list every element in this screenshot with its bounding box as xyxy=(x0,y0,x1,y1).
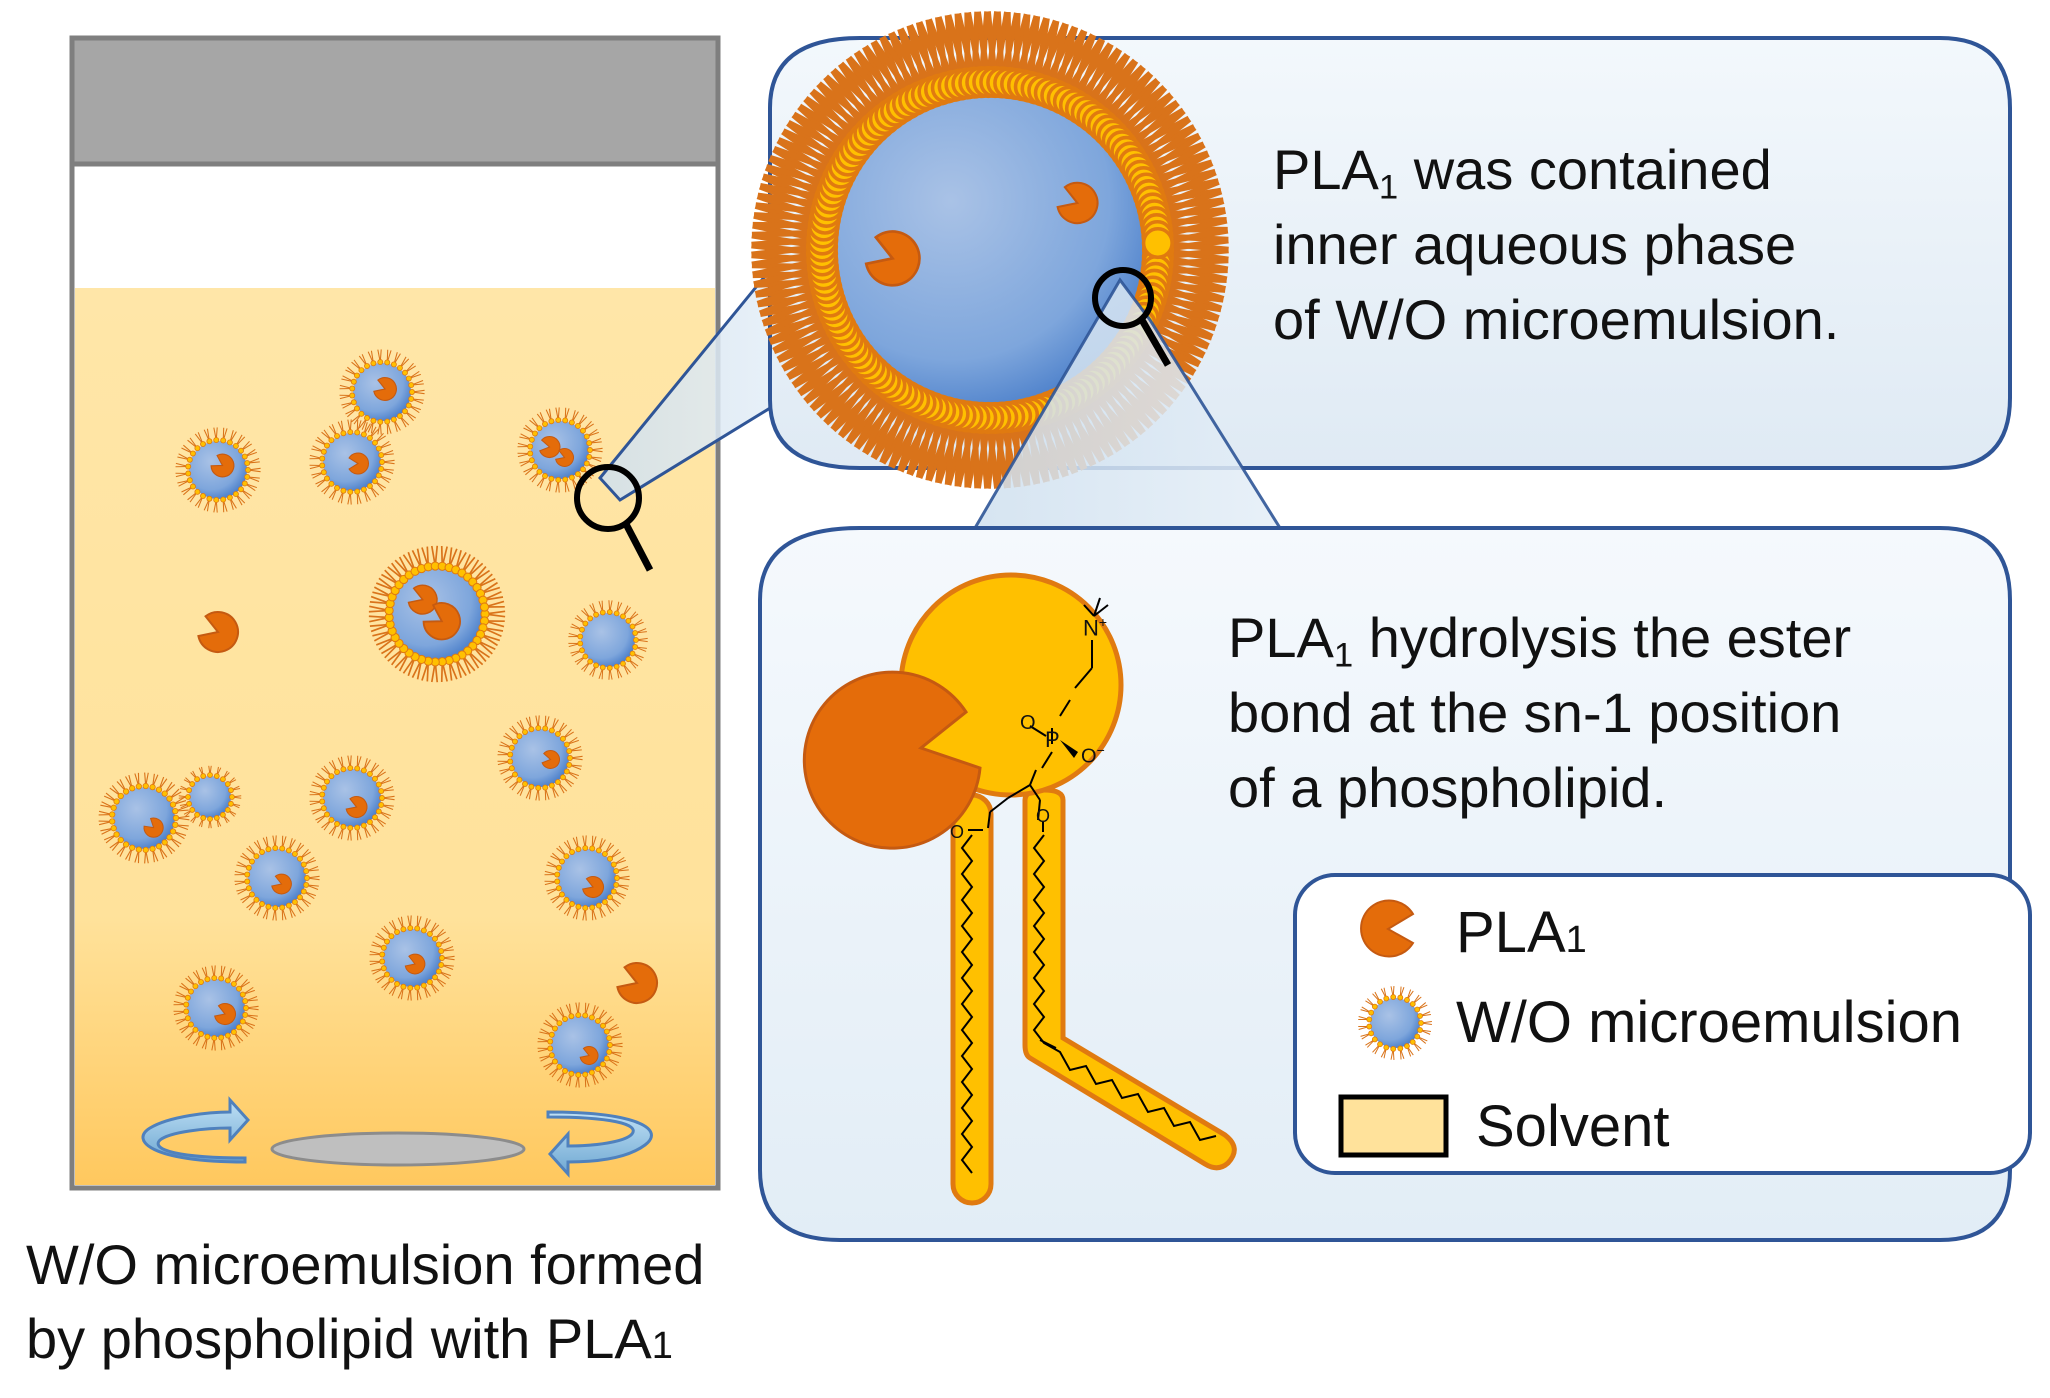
enzyme-icon xyxy=(210,453,235,478)
micelle-icon xyxy=(234,835,320,921)
chem-phosphorus: P xyxy=(1045,727,1060,752)
micelle-icon xyxy=(173,965,259,1051)
chem-oxygen-double: O xyxy=(1020,712,1036,734)
chain-sn1 xyxy=(960,834,974,1174)
enzyme-icon xyxy=(555,448,574,467)
magnifier-icon-large xyxy=(1092,267,1172,367)
caption-line2: by phospholipid with PLA1 xyxy=(26,1307,673,1370)
bottom-panel-line2: bond at the sn-1 position xyxy=(1228,681,1842,744)
micelle-icon xyxy=(517,407,603,493)
micelle-icon xyxy=(497,715,583,801)
micelle-icon xyxy=(98,772,190,864)
micelle-icon xyxy=(368,545,506,683)
enzyme-icon xyxy=(582,876,605,898)
water-core xyxy=(189,776,231,818)
micelle-group xyxy=(98,349,648,1088)
micelle-icon xyxy=(568,600,648,680)
chain-sn2 xyxy=(1032,834,1217,1142)
chem-ester-oxygen-2: O xyxy=(1036,806,1051,826)
rotation-arrow-icon-left xyxy=(141,1096,251,1164)
bottom-panel-text: PLA1 hydrolysis the ester bond at the sn… xyxy=(1228,600,1851,825)
water-core xyxy=(827,87,1153,413)
micelle-icon xyxy=(369,915,455,1001)
free-enzyme-icon xyxy=(197,611,239,653)
bottom-panel-line3: of a phospholipid. xyxy=(1228,756,1668,819)
micelle-icon xyxy=(339,349,425,435)
free-enzyme-icon xyxy=(616,962,658,1004)
water-core xyxy=(511,729,569,787)
enzyme-icon xyxy=(214,1003,237,1025)
enzyme-icon xyxy=(345,796,368,818)
wedge-bond xyxy=(1060,740,1078,758)
enzyme-icon xyxy=(864,230,921,287)
top-panel-line3: of W/O microemulsion. xyxy=(1273,288,1840,351)
micelle-icon xyxy=(544,835,630,921)
container-lid xyxy=(69,35,721,167)
chem-oxygen-minus: O− xyxy=(1081,742,1105,768)
enzyme-icon xyxy=(579,1046,599,1066)
micelle-icon xyxy=(309,419,395,505)
enzyme-icon xyxy=(348,452,369,475)
chem-nitrogen: N+ xyxy=(1083,614,1108,641)
legend-frame xyxy=(1293,873,2032,1175)
enzyme-icon xyxy=(1056,181,1099,225)
micelle-icon xyxy=(175,427,261,513)
legend-label-microemulsion: W/O microemulsion xyxy=(1456,990,1962,1055)
lipid-tail-sn1 xyxy=(950,792,994,1206)
enzyme-icon xyxy=(271,873,292,895)
phospholipid-molecule xyxy=(898,572,1237,1206)
top-panel-text: PLA1 was contained inner aqueous phase o… xyxy=(1273,132,1839,357)
micelle-icon xyxy=(309,755,395,841)
enzyme-large xyxy=(802,670,982,850)
top-panel-line2: inner aqueous phase xyxy=(1273,213,1797,276)
rotation-arrow-icon-right xyxy=(546,1110,653,1178)
stir-bar xyxy=(270,1131,526,1167)
figure-caption: W/O microemulsion formed by phospholipid… xyxy=(26,1228,704,1383)
top-panel-line1: PLA1 was contained xyxy=(1273,138,1772,207)
chem-ester-oxygen-1: O xyxy=(950,822,965,842)
enzyme-icon xyxy=(143,817,164,838)
legend-enzyme-swatch xyxy=(1360,899,1415,958)
legend-box xyxy=(1293,873,2032,1175)
enzyme-icon xyxy=(422,602,461,641)
magnifier-icon xyxy=(574,464,654,572)
micelle-icon xyxy=(1358,986,1432,1060)
micelle-icon xyxy=(537,1002,623,1088)
water-core xyxy=(323,433,381,491)
enzyme-icon xyxy=(541,750,560,769)
water-core xyxy=(1370,998,1420,1048)
bottom-panel-line1: PLA1 hydrolysis the ester xyxy=(1228,606,1852,675)
enzyme-icon xyxy=(404,953,426,975)
enzyme-icon xyxy=(373,377,397,401)
stirrer xyxy=(141,1096,653,1178)
micelle-icon xyxy=(178,765,242,829)
legend-label-pla1: PLA1 xyxy=(1456,900,1587,965)
legend-solvent-swatch xyxy=(1338,1094,1449,1158)
enzyme-icon xyxy=(539,436,561,459)
headgroup-structure xyxy=(968,597,1109,832)
legend-micelle-swatch xyxy=(1358,986,1432,1060)
legend-label-solvent: Solvent xyxy=(1476,1094,1670,1159)
water-core xyxy=(581,613,635,667)
free-enzyme-group xyxy=(197,611,658,1004)
container xyxy=(69,35,721,1191)
caption-line1: W/O microemulsion formed xyxy=(26,1233,705,1296)
